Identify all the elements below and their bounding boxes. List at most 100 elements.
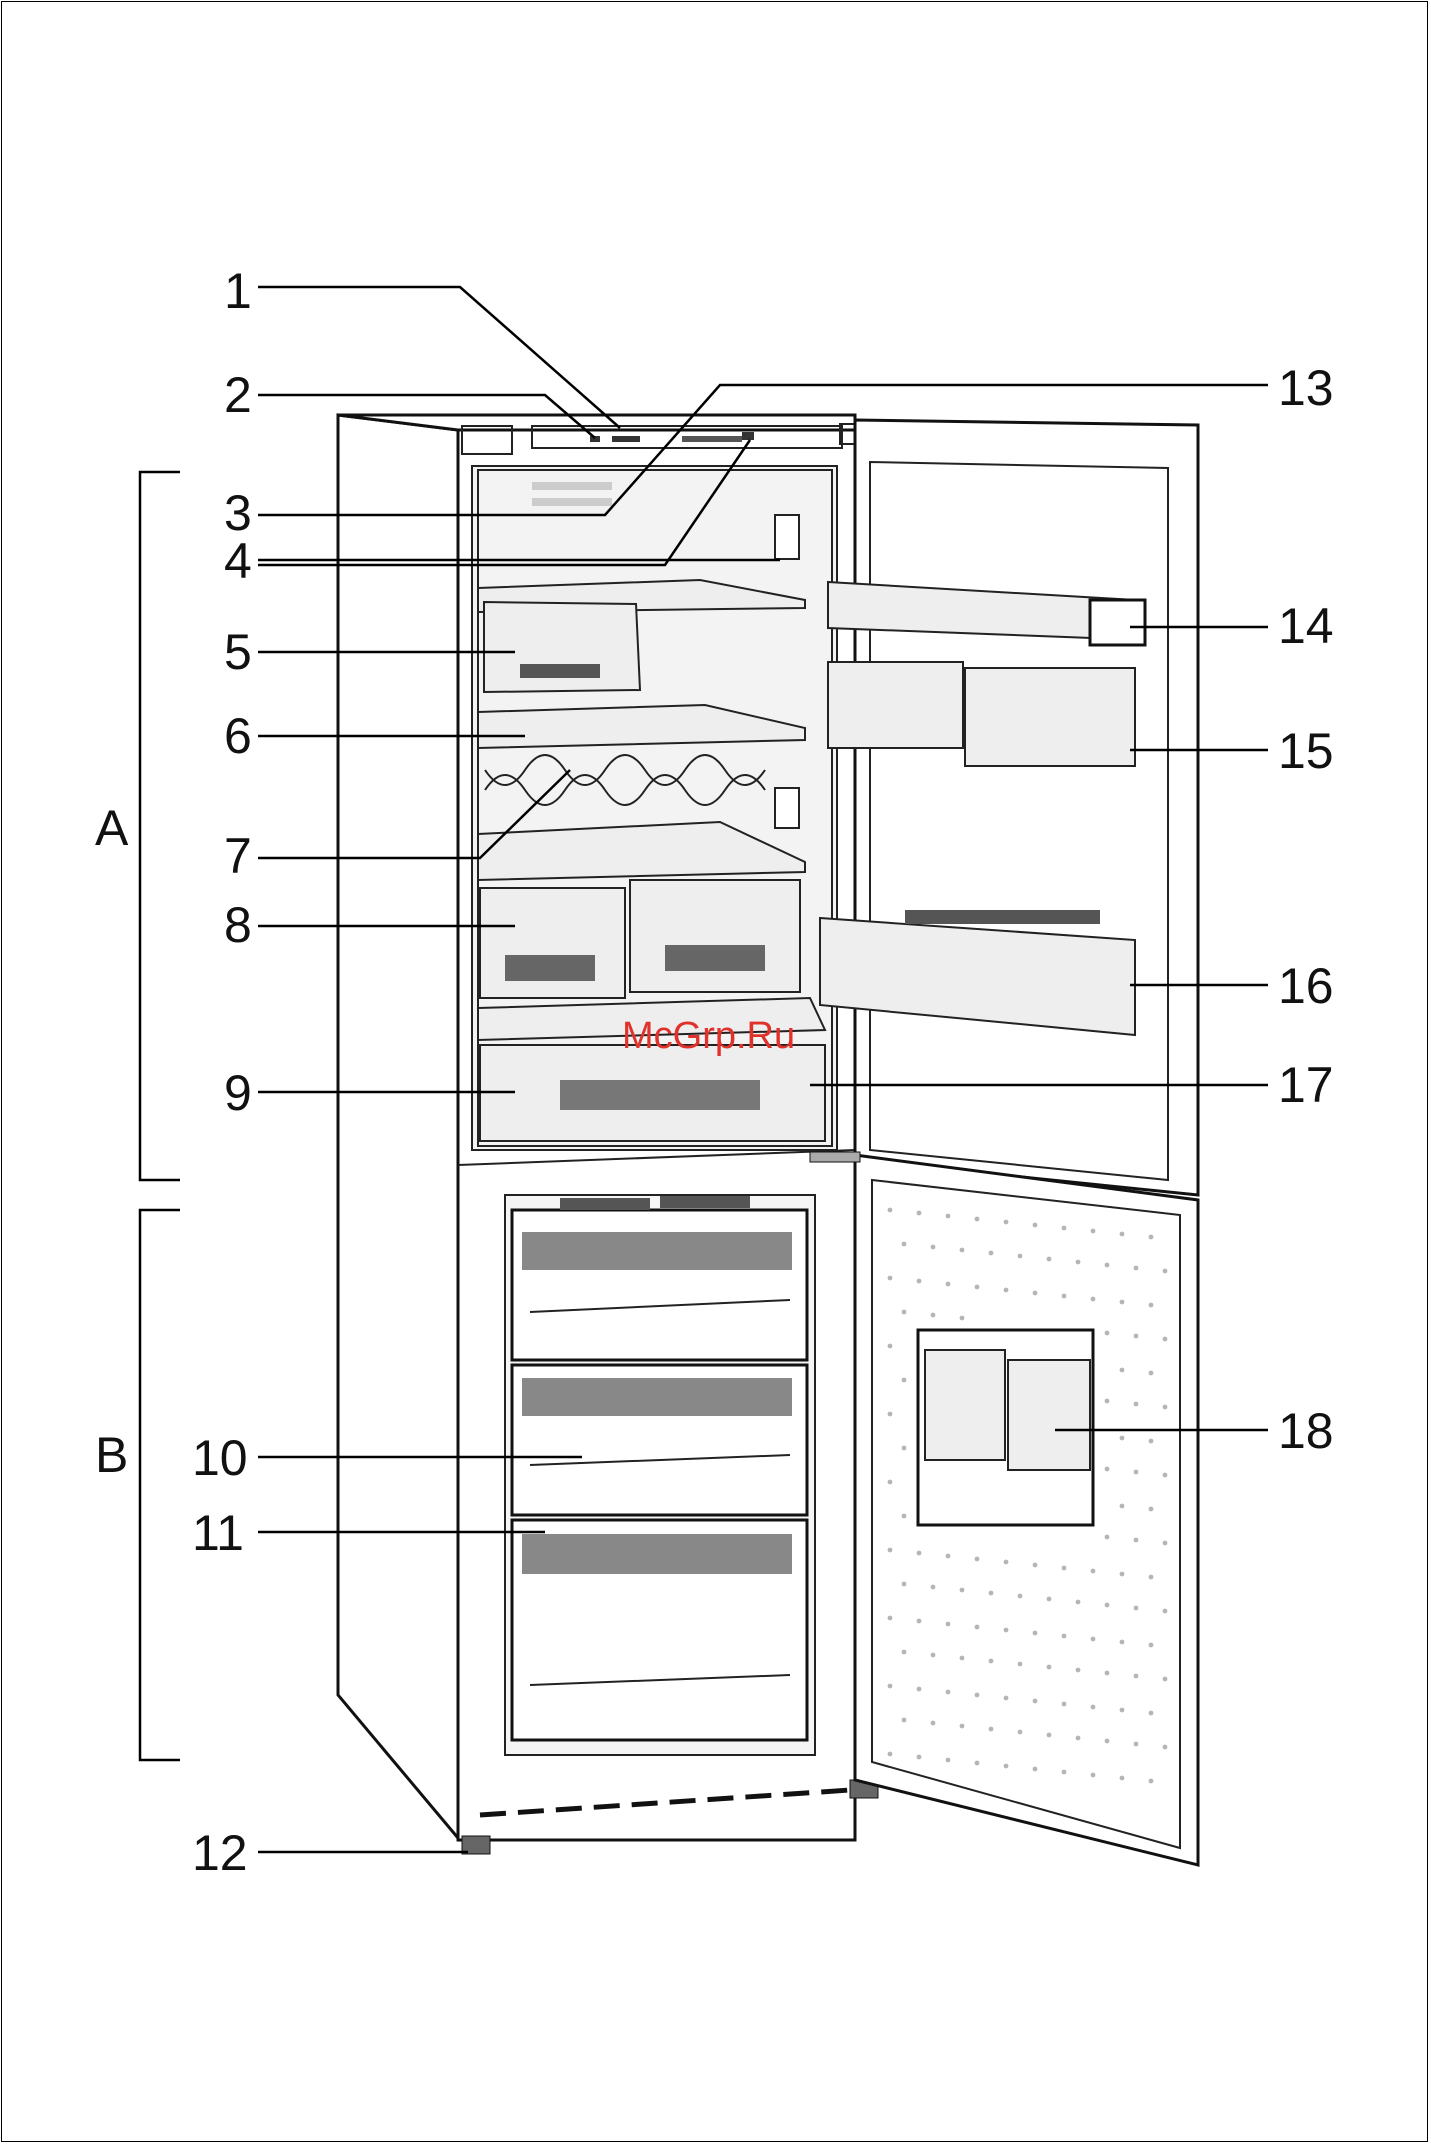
label-12: 12 [192,1825,248,1881]
door-dot [1149,1303,1154,1308]
door-dot [1163,1405,1168,1410]
door-dot [1033,1223,1038,1228]
label-6: 6 [224,708,252,764]
door-dot [1062,1294,1067,1299]
door-dot [917,1755,922,1760]
door-dot [1004,1288,1009,1293]
label-14: 14 [1278,598,1334,654]
door-dot [1134,1470,1139,1475]
door-dot [888,1548,893,1553]
door-dot [1033,1699,1038,1704]
door-dot [1033,1563,1038,1568]
door-dot [1163,1745,1168,1750]
door-dot [1134,1606,1139,1611]
door-dot [946,1214,951,1219]
door-dot [902,1650,907,1655]
door-dot [975,1217,980,1222]
door-dot [1149,1575,1154,1580]
door-dot [931,1721,936,1726]
door-dot [931,1585,936,1590]
door-dot [888,1616,893,1621]
door-dot [1062,1634,1067,1639]
door-dot [1018,1594,1023,1599]
door-dot [1062,1566,1067,1571]
section-label-a: A [95,800,129,856]
door-dot [1105,1603,1110,1608]
door-dot [1076,1736,1081,1741]
door-dot [917,1279,922,1284]
door-dot [1004,1220,1009,1225]
door-dot [1047,1733,1052,1738]
door-dot [946,1690,951,1695]
door-dot [1134,1742,1139,1747]
door-dot [1004,1696,1009,1701]
door-dot [1120,1776,1125,1781]
door-dot [888,1752,893,1757]
door-dot [902,1310,907,1315]
fridge-door [820,420,1198,1195]
door-dot [902,1446,907,1451]
door-dot [960,1316,965,1321]
door-dot [1047,1257,1052,1262]
door-dot [931,1313,936,1318]
door-dot [946,1622,951,1627]
door-dot [917,1211,922,1216]
door-dot [1120,1300,1125,1305]
watermark: McGrp.Ru [622,1015,795,1057]
door-dot [888,1276,893,1281]
door-dot [1105,1331,1110,1336]
door-dot [1120,1232,1125,1237]
door-dot [1134,1674,1139,1679]
door-dot [902,1582,907,1587]
door-dot [960,1656,965,1661]
door-dot [989,1591,994,1596]
door-dot [902,1718,907,1723]
door-dot [1134,1334,1139,1339]
door-dot [975,1693,980,1698]
door-dot [1062,1226,1067,1231]
door-dot [1163,1609,1168,1614]
door-dot [989,1251,994,1256]
door-dot [946,1758,951,1763]
label-11: 11 [192,1505,244,1561]
door-dot [1062,1702,1067,1707]
door-dot [917,1619,922,1624]
door-dot [1076,1260,1081,1265]
door-dot [975,1625,980,1630]
door-dot [1105,1739,1110,1744]
door-dot [1047,1665,1052,1670]
door-dot [888,1684,893,1689]
door-dot [1091,1229,1096,1234]
door-dot [1120,1368,1125,1373]
door-dot [888,1480,893,1485]
door-dot [1105,1263,1110,1268]
door-dot [1149,1507,1154,1512]
label-16: 16 [1278,958,1334,1014]
door-dot [1120,1572,1125,1577]
door-dot [975,1285,980,1290]
door-dot [1018,1730,1023,1735]
section-label-b: B [95,1427,128,1483]
door-dot [1091,1297,1096,1302]
door-dot [888,1344,893,1349]
door-dot [1047,1597,1052,1602]
door-dot [1149,1439,1154,1444]
door-dot [1120,1640,1125,1645]
door-dot [917,1551,922,1556]
door-dot [1091,1569,1096,1574]
door-dot [1076,1600,1081,1605]
door-dot [1033,1767,1038,1772]
door-dot [1105,1399,1110,1404]
door-dot [1033,1291,1038,1296]
label-18: 18 [1278,1403,1334,1459]
fridge-cabinet [338,415,878,1854]
label-15: 15 [1278,723,1334,779]
door-dot [1134,1266,1139,1271]
door-dot [902,1514,907,1519]
door-dot [917,1687,922,1692]
door-dot [931,1653,936,1658]
door-dot [1091,1637,1096,1642]
door-dot [1018,1254,1023,1259]
door-dot [1004,1560,1009,1565]
